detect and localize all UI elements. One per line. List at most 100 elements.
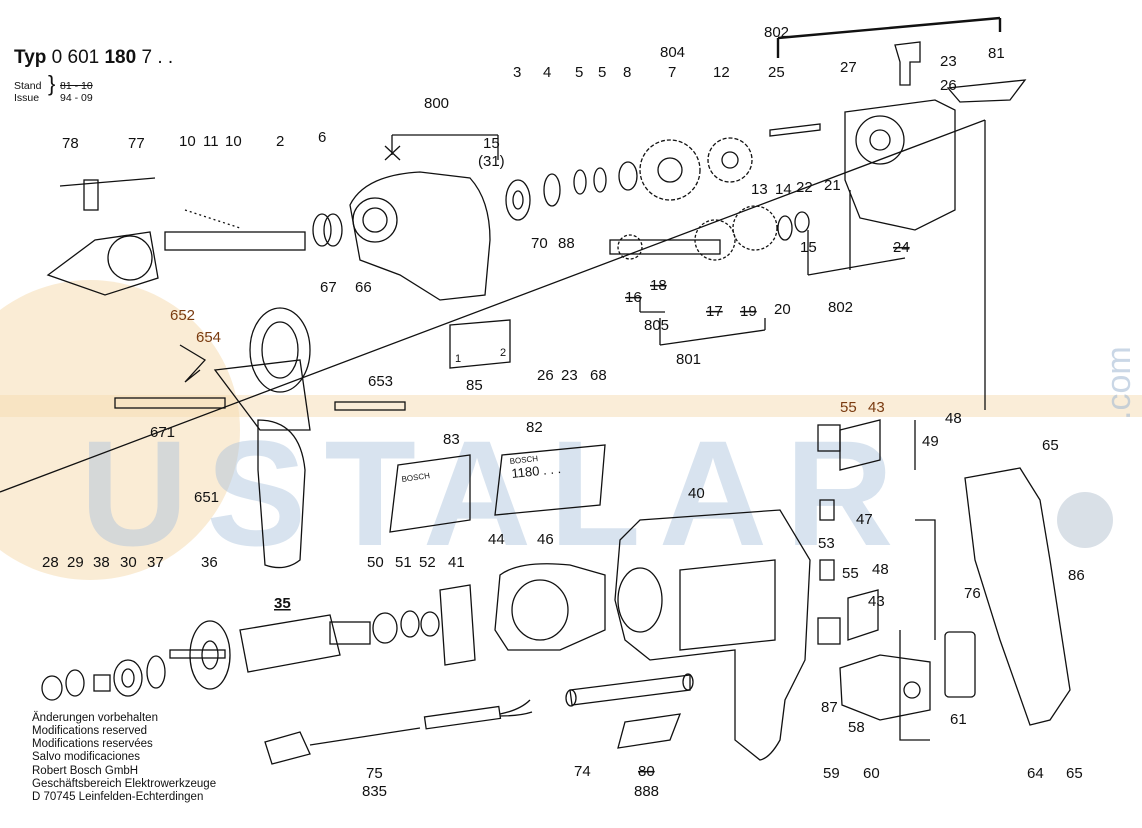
part-label-802a: 802	[764, 24, 789, 41]
part-label-804: 804	[660, 44, 685, 61]
part-label-35: 35	[274, 595, 291, 612]
part-label-40: 40	[688, 485, 705, 502]
part-label-66: 66	[355, 279, 372, 296]
issue-label: Issue	[14, 92, 40, 104]
part-label-30: 30	[120, 554, 137, 571]
part-label-43b: 43	[868, 593, 885, 610]
part-label-51: 51	[395, 554, 412, 571]
plate-85-right-mark: 2	[500, 347, 506, 359]
stand-values: 81 - 10 94 - 09	[60, 80, 93, 104]
gear-804	[639, 139, 701, 201]
part-label-67: 67	[320, 279, 337, 296]
wiring	[899, 420, 936, 741]
part-label-654: 654	[196, 329, 221, 346]
part-label-65a: 65	[1042, 437, 1059, 454]
part-label-83: 83	[443, 431, 460, 448]
part-label-27: 27	[840, 59, 857, 76]
part-label-8: 8	[623, 64, 631, 81]
nameplate-83-text: BOSCH	[401, 471, 431, 484]
armature-bearing-group	[41, 620, 231, 701]
nameplate-82-brand: BOSCH	[509, 454, 538, 466]
part-label-87: 87	[821, 699, 838, 716]
part-label-59: 59	[823, 765, 840, 782]
part-label-65b: 65	[1066, 765, 1083, 782]
part-label-802b: 802	[828, 299, 853, 316]
part-label-20: 20	[774, 301, 791, 318]
plate-85-left-mark: 1	[455, 353, 461, 365]
part-label-61: 61	[950, 711, 967, 728]
part-label-10b: 10	[225, 133, 242, 150]
part-label-6: 6	[318, 129, 326, 146]
part-label-85: 85	[466, 377, 483, 394]
company-name: Robert Bosch GmbH	[32, 765, 139, 777]
type-header: Typ 0 601 180 7 . .	[14, 47, 173, 69]
nameplate-82-number: 1180 . . .	[511, 461, 562, 481]
part-label-26a: 26	[940, 77, 957, 94]
note-line-fr: Modifications reservées	[32, 738, 153, 750]
part-label-60: 60	[863, 765, 880, 782]
part-label-805: 805	[644, 317, 669, 334]
spindle-2	[164, 209, 306, 251]
part-label-12: 12	[713, 64, 730, 81]
part-label-46: 46	[537, 531, 554, 548]
part-label-80: 80	[638, 763, 655, 780]
part-label-23b: 23	[561, 367, 578, 384]
part-label-14: 14	[775, 181, 792, 198]
part-label-22: 22	[796, 179, 813, 196]
note-line-en: Modifications reserved	[32, 725, 148, 737]
type-number-part2: 180	[104, 47, 137, 68]
tube-74	[565, 673, 694, 749]
armature-35	[169, 610, 440, 673]
company-address: Robert Bosch GmbH Geschäftsbereich Elekt…	[32, 765, 216, 804]
part-label-653: 653	[368, 373, 393, 390]
part-label-75: 75	[366, 765, 383, 782]
part-label-801: 801	[676, 351, 701, 368]
part-label-70: 70	[531, 235, 548, 252]
part-label-76: 76	[964, 585, 981, 602]
stand-issue-block: Stand Issue } 81 - 10 94 - 09	[14, 73, 93, 105]
part-label-29: 29	[67, 554, 84, 571]
handle-shell-64	[964, 467, 1071, 726]
part-label-50: 50	[367, 554, 384, 571]
company-division: Geschäftsbereich Elektrowerkzeuge	[32, 778, 217, 790]
brush-holders	[817, 419, 881, 645]
rings-4-5-8	[543, 161, 638, 207]
part-label-652: 652	[170, 307, 195, 324]
bracket-lines	[639, 16, 1002, 346]
gear-housing-800	[349, 134, 499, 301]
brace-glyph: }	[48, 71, 56, 96]
part-label-44: 44	[488, 531, 505, 548]
part-label-3: 3	[513, 64, 521, 81]
part-label-81: 81	[988, 45, 1005, 62]
type-prefix: Typ	[14, 47, 47, 68]
modification-notes: Änderungen vorbehalten Modifications res…	[32, 712, 158, 764]
gear-12	[707, 137, 753, 183]
part-label-671: 671	[150, 424, 175, 441]
part-label-53: 53	[818, 535, 835, 552]
part-label-58: 58	[848, 719, 865, 736]
part-label-68: 68	[590, 367, 607, 384]
mains-cable-75	[264, 699, 533, 765]
bearing-3	[505, 179, 531, 221]
part-label-11: 11	[203, 133, 219, 150]
switch-58	[839, 654, 931, 721]
bearing-6	[312, 213, 343, 247]
chuck-77	[46, 231, 159, 296]
part-label-48b: 48	[872, 561, 889, 578]
company-location: D 70745 Leinfelden-Echterdingen	[32, 791, 204, 803]
part-label-55a: 55	[840, 399, 857, 416]
part-label-41: 41	[448, 554, 465, 571]
part-label-17: 17	[706, 303, 723, 320]
part-label-21: 21	[824, 177, 841, 194]
part-label-19: 19	[740, 303, 757, 320]
part-label-78: 78	[62, 135, 79, 152]
part-label-5b: 5	[598, 64, 606, 81]
issue-value: 94 - 09	[60, 92, 93, 104]
part-label-38: 38	[93, 554, 110, 571]
part-label-88: 88	[558, 235, 575, 252]
part-label-24: 24	[893, 239, 910, 256]
part-label-10a: 10	[179, 133, 196, 150]
part-label-31: (31)	[478, 153, 505, 170]
